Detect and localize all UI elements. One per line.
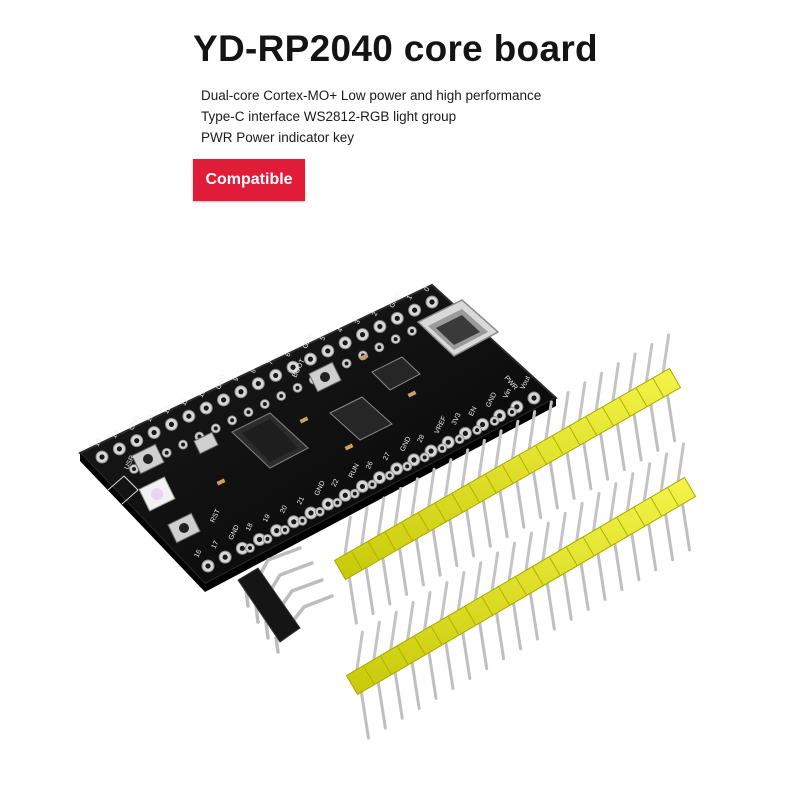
yellow-pin-header-1 bbox=[333, 333, 682, 625]
bottom-pin-label: 19 bbox=[262, 513, 272, 523]
rp2040-chip bbox=[230, 412, 310, 469]
top-pin-label: 7 bbox=[267, 360, 275, 367]
crystal bbox=[193, 431, 219, 455]
top-pin-label: 9 bbox=[232, 376, 240, 383]
flash-chip bbox=[329, 396, 393, 441]
top-pin-label: 6 bbox=[285, 351, 293, 358]
bottom-pin-label: 18 bbox=[245, 522, 255, 532]
top-pin-label: 14 bbox=[111, 430, 121, 440]
bottom-pin-label: Vin bbox=[502, 388, 513, 400]
top-pin-label: 5 bbox=[319, 335, 327, 342]
top-pin-label: 2 bbox=[371, 311, 379, 318]
top-pin-label: 0 bbox=[424, 286, 432, 293]
top-pin-label: 12 bbox=[163, 405, 173, 415]
boot-button bbox=[308, 361, 342, 393]
bottom-pin-label: 3V3 bbox=[451, 412, 463, 426]
yellow-pin-header-2 bbox=[345, 442, 697, 740]
compatible-badge: Compatible bbox=[193, 159, 305, 201]
top-pin-label: 15 bbox=[94, 438, 104, 448]
rst-button bbox=[167, 512, 201, 544]
top-pin-label: 3 bbox=[354, 319, 362, 326]
feature-line-3: PWR Power indicator key bbox=[201, 130, 355, 145]
bottom-pin-label: 26 bbox=[365, 460, 375, 470]
top-pin-label: 4 bbox=[337, 327, 345, 334]
top-pin-row bbox=[95, 295, 439, 474]
page-title: YD-RP2040 core board bbox=[193, 28, 598, 69]
top-pin-label: 8 bbox=[250, 368, 258, 375]
feature-line-2: Type-C interface WS2812-RGB light group bbox=[201, 109, 457, 124]
silkscreen-outline bbox=[107, 475, 139, 505]
top-pin-label: 10 bbox=[198, 389, 208, 399]
feature-line-1: Dual-core Cortex-MO+ Low power and high … bbox=[201, 88, 542, 103]
regulator-chip bbox=[371, 356, 421, 391]
top-pin-label: 11 bbox=[180, 397, 190, 407]
ws2812-rgb-led bbox=[138, 476, 176, 512]
bottom-pin-label: 27 bbox=[382, 451, 392, 461]
bottom-pin-label: 21 bbox=[296, 496, 306, 506]
bottom-pin-label: 28 bbox=[417, 434, 427, 444]
passive-components bbox=[216, 353, 417, 486]
bottom-pin-label: EN bbox=[468, 406, 479, 418]
bottom-pin-label: 22 bbox=[331, 478, 341, 488]
right-angle-4pin-header bbox=[237, 546, 334, 654]
feature-list: Dual-core Cortex-MO+ Low power and high … bbox=[201, 85, 541, 148]
bottom-pin-label: 20 bbox=[279, 505, 289, 515]
bottom-pin-row bbox=[201, 391, 541, 573]
usr-button bbox=[131, 443, 165, 475]
usb-c-connector bbox=[416, 299, 500, 357]
top-pin-label: 1 bbox=[406, 294, 414, 301]
top-pin-label: 13 bbox=[146, 413, 156, 423]
bottom-pin-label: 16 bbox=[194, 549, 204, 559]
bottom-pin-label: 17 bbox=[211, 540, 221, 550]
